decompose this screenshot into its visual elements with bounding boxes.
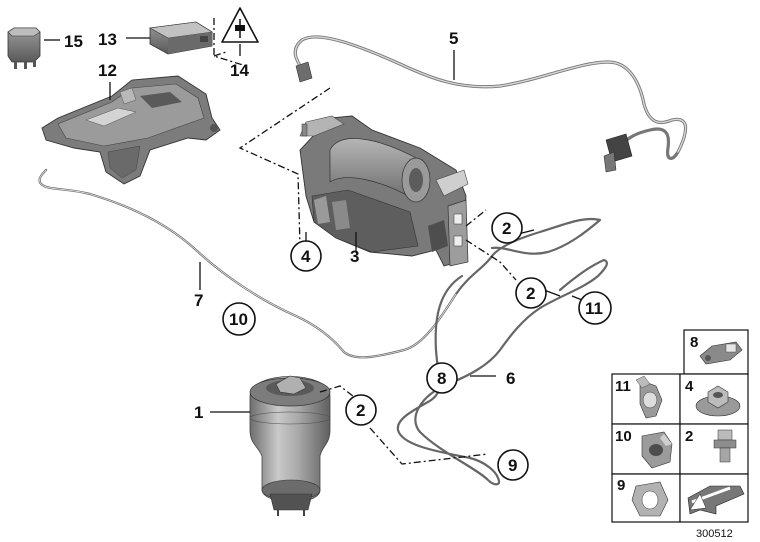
callout-9-circle: 9 bbox=[497, 449, 529, 481]
electrical-warning-triangle-icon bbox=[221, 7, 259, 43]
legend-cell-4: 4 bbox=[685, 378, 694, 395]
callout-2c: 2 bbox=[356, 401, 365, 420]
callout-4: 4 bbox=[301, 247, 311, 266]
compressor-unit-part bbox=[299, 115, 469, 267]
callout-15: 15 bbox=[64, 32, 83, 51]
callout-2-circle-b: 2 bbox=[515, 277, 547, 309]
callout-6: 6 bbox=[506, 369, 515, 388]
small-parts-legend: 8 11 4 10 2 9 bbox=[611, 329, 749, 523]
callout-2a: 2 bbox=[502, 219, 511, 238]
callouts: 15 13 14 12 5 3 7 6 1 4 2 2 2 10 1 bbox=[64, 29, 612, 481]
air-pipe-part-5 bbox=[293, 35, 688, 173]
direction-arrow-icon bbox=[687, 485, 745, 515]
callout-11-circle: 11 bbox=[578, 291, 612, 325]
holder-10-thumb bbox=[641, 431, 673, 469]
callout-4-circle: 4 bbox=[290, 240, 322, 272]
legend-cell-2: 2 bbox=[685, 428, 693, 445]
connector-8-thumb bbox=[699, 341, 743, 365]
callout-2b: 2 bbox=[526, 284, 535, 303]
legend-cell-11: 11 bbox=[615, 378, 631, 395]
legend-cell-8: 8 bbox=[690, 334, 698, 351]
fitting-2-thumb bbox=[713, 429, 737, 463]
dash-leaders bbox=[213, 18, 517, 465]
clamp-9-thumb bbox=[631, 481, 669, 517]
relay-part bbox=[7, 27, 41, 69]
callout-11: 11 bbox=[585, 299, 603, 318]
callout-2-circle-c: 2 bbox=[345, 394, 377, 426]
callout-8: 8 bbox=[437, 369, 446, 388]
callout-8-circle: 8 bbox=[426, 362, 458, 394]
callout-3: 3 bbox=[350, 247, 359, 266]
air-lines bbox=[38, 168, 608, 486]
callout-14: 14 bbox=[230, 61, 249, 80]
callout-13: 13 bbox=[98, 30, 117, 49]
callout-2-circle-a: 2 bbox=[491, 212, 523, 244]
document-number: 300512 bbox=[696, 528, 733, 540]
air-spring-part bbox=[249, 375, 331, 516]
nut-4-thumb bbox=[695, 385, 741, 417]
clip-11-thumb bbox=[635, 375, 663, 419]
callout-1: 1 bbox=[194, 403, 203, 422]
bracket-part bbox=[41, 75, 221, 185]
control-unit-part bbox=[149, 21, 213, 55]
callout-12: 12 bbox=[98, 61, 117, 80]
legend-cell-9: 9 bbox=[617, 477, 625, 494]
callout-10: 10 bbox=[229, 310, 248, 329]
callout-9: 9 bbox=[508, 456, 517, 475]
callout-7: 7 bbox=[194, 291, 203, 310]
callout-5: 5 bbox=[449, 29, 458, 48]
legend-cell-10: 10 bbox=[615, 428, 632, 445]
callout-10-circle: 10 bbox=[222, 302, 256, 336]
